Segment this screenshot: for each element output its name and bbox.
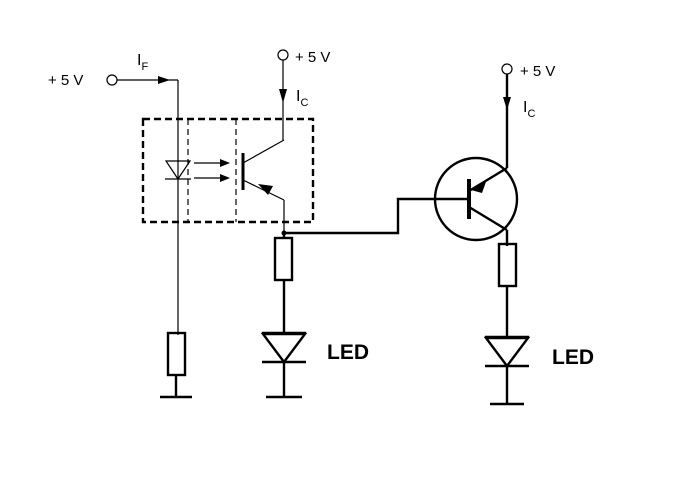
supply-label-right: + 5 V — [520, 63, 555, 80]
optocoupler — [141, 117, 315, 224]
transistor-lower-lead — [468, 205, 508, 232]
middle-led — [260, 332, 308, 364]
current-arrow-ic-opto — [279, 89, 287, 103]
input-branch: + 5 V IF — [48, 52, 192, 399]
light-arrow-head — [220, 174, 230, 182]
opto-output-branch: + 5 V IC LED — [260, 49, 369, 399]
current-label-if: IF — [137, 52, 148, 73]
transistor-branch: + 5 V IC LED — [433, 63, 594, 406]
base-drive-wire — [284, 197, 469, 235]
transistor-body — [433, 156, 519, 242]
middle-resistor — [273, 236, 294, 282]
supply-label-opto: + 5 V — [295, 49, 330, 66]
current-label-ic-right: IC — [523, 99, 535, 120]
opto-emitter-diode — [164, 160, 192, 181]
right-resistor — [497, 242, 518, 288]
led-label-right: LED — [552, 346, 594, 369]
transistor-arrow — [471, 179, 487, 193]
supply-terminal-right — [501, 63, 513, 75]
emitter-arrow — [258, 184, 273, 195]
optocoupler-package — [141, 117, 315, 224]
current-label-ic-opto: IC — [296, 88, 308, 109]
right-led — [483, 336, 531, 368]
current-arrow-ic-right — [503, 97, 511, 110]
light-arrow-head — [220, 159, 230, 167]
supply-label-left: + 5 V — [48, 72, 83, 89]
led-label-middle: LED — [327, 341, 369, 364]
phototransistor-collector — [242, 139, 285, 164]
current-arrow-if — [158, 76, 170, 84]
supply-terminal-left — [106, 74, 118, 86]
input-resistor — [166, 331, 187, 377]
supply-terminal-opto — [277, 49, 289, 61]
